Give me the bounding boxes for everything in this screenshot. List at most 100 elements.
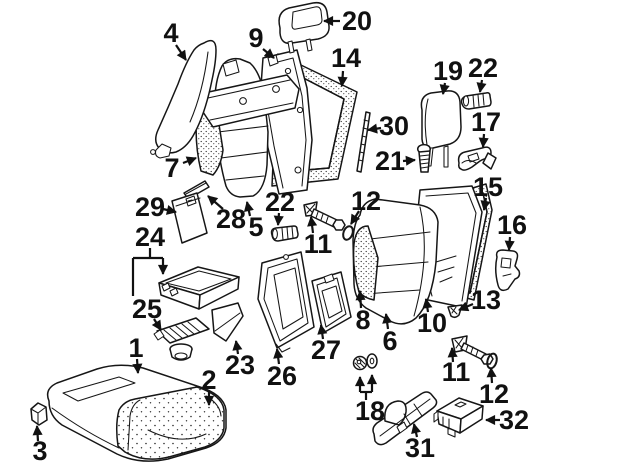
callout-12[interactable]: 12 [479, 366, 509, 409]
callout-arrow [366, 123, 382, 134]
callout-20[interactable]: 20 [322, 6, 372, 36]
callout-17[interactable]: 17 [471, 107, 501, 149]
callout-arrow [337, 70, 348, 88]
callout-number[interactable]: 16 [497, 210, 527, 240]
callout-27[interactable]: 27 [311, 323, 341, 365]
callout-6[interactable]: 6 [382, 312, 398, 356]
callout-number[interactable]: 13 [471, 285, 501, 315]
callout-21[interactable]: 21 [375, 146, 417, 176]
callout-number[interactable]: 4 [163, 18, 178, 48]
callout-number[interactable]: 8 [355, 305, 370, 335]
callout-22[interactable]: 22 [468, 53, 498, 93]
callout-arrow [355, 289, 366, 309]
callout-25[interactable]: 25 [132, 294, 162, 331]
callout-24[interactable]: 24 [131, 222, 169, 296]
callout-11[interactable]: 11 [304, 215, 333, 259]
callout-arrow [350, 210, 361, 225]
callout-2[interactable]: 2 [201, 365, 217, 407]
callout-number[interactable]: 26 [267, 361, 297, 391]
callout-number[interactable]: 5 [248, 212, 263, 242]
callout-13[interactable]: 13 [458, 285, 501, 315]
callout-arrow [486, 366, 497, 384]
callout-11[interactable]: 11 [442, 346, 471, 387]
callout-number[interactable]: 11 [304, 229, 333, 259]
callout-number[interactable]: 19 [433, 56, 463, 86]
callout-number[interactable]: 17 [471, 107, 501, 137]
callout-arrow [402, 155, 417, 166]
callout-number[interactable]: 12 [351, 186, 381, 216]
callout-arrow [382, 312, 393, 330]
callout-number[interactable]: 27 [311, 335, 341, 365]
callout-4[interactable]: 4 [163, 18, 187, 61]
callout-31[interactable]: 31 [405, 423, 435, 463]
callout-28[interactable]: 28 [207, 195, 246, 234]
part-control-module [433, 397, 484, 438]
callout-number[interactable]: 31 [405, 433, 435, 463]
callout-number[interactable]: 9 [248, 23, 263, 53]
callout-15[interactable]: 15 [473, 172, 503, 211]
callout-14[interactable]: 14 [331, 43, 361, 88]
part-bracket-cap [30, 402, 48, 426]
callout-32[interactable]: 32 [484, 405, 529, 435]
callout-number[interactable]: 6 [382, 326, 397, 356]
callout-30[interactable]: 30 [366, 111, 409, 141]
callout-number[interactable]: 10 [417, 308, 447, 338]
callout-number[interactable]: 22 [468, 53, 498, 83]
callout-18[interactable]: 18 [354, 373, 385, 426]
callout-arrow [504, 236, 515, 252]
part-seal-ring-left [342, 225, 354, 241]
callout-22[interactable]: 22 [265, 187, 295, 227]
callout-23[interactable]: 23 [225, 339, 255, 380]
callout-number[interactable]: 29 [135, 192, 165, 222]
part-guide-sleeve [416, 143, 432, 173]
callout-10[interactable]: 10 [417, 297, 447, 338]
callout-number[interactable]: 14 [331, 43, 361, 73]
callout-number[interactable]: 15 [473, 172, 503, 202]
part-armrest-frame [257, 251, 315, 353]
callout-number[interactable]: 11 [442, 357, 471, 387]
callout-arrow [307, 215, 318, 234]
part-release-handle [372, 391, 438, 446]
callout-5[interactable]: 5 [243, 201, 264, 242]
callout-number[interactable]: 3 [32, 436, 47, 466]
callout-number[interactable]: 18 [355, 396, 385, 426]
callout-number[interactable]: 21 [375, 146, 405, 176]
callout-number[interactable]: 20 [342, 6, 372, 36]
parts-layer [30, 1, 521, 462]
callout-number[interactable]: 25 [132, 294, 162, 324]
callout-arrow [411, 423, 421, 438]
callout-16[interactable]: 16 [497, 210, 527, 252]
callout-number[interactable]: 23 [225, 350, 255, 380]
callout-26[interactable]: 26 [267, 347, 297, 391]
callout-number[interactable]: 30 [379, 111, 409, 141]
callout-number[interactable]: 22 [265, 187, 295, 217]
part-cone-fastener [447, 304, 463, 319]
part-bolster-pad-right [352, 225, 379, 301]
part-headrest-right [420, 90, 462, 168]
callout-3[interactable]: 3 [32, 424, 48, 466]
callout-number[interactable]: 1 [128, 333, 143, 363]
callout-29[interactable]: 29 [135, 192, 177, 222]
callout-number[interactable]: 24 [135, 222, 165, 252]
callout-19[interactable]: 19 [433, 56, 463, 95]
callout-number[interactable]: 7 [164, 153, 179, 183]
callout-number[interactable]: 32 [499, 405, 529, 435]
callout-12[interactable]: 12 [350, 186, 381, 225]
part-grommet-pair [352, 353, 378, 371]
callout-arrow [162, 205, 177, 215]
callout-arrow [480, 197, 491, 211]
part-armrest-lid [158, 266, 240, 310]
callout-number[interactable]: 12 [479, 379, 509, 409]
callout-number[interactable]: 2 [201, 365, 216, 395]
callout-7[interactable]: 7 [164, 153, 197, 183]
callout-arrow [458, 301, 474, 312]
callout-8[interactable]: 8 [355, 289, 371, 335]
callout-1[interactable]: 1 [128, 333, 144, 375]
callout-9[interactable]: 9 [248, 23, 275, 59]
callout-number[interactable]: 28 [216, 204, 246, 234]
callout-arrow [232, 339, 243, 355]
part-trim-panel [171, 192, 208, 244]
